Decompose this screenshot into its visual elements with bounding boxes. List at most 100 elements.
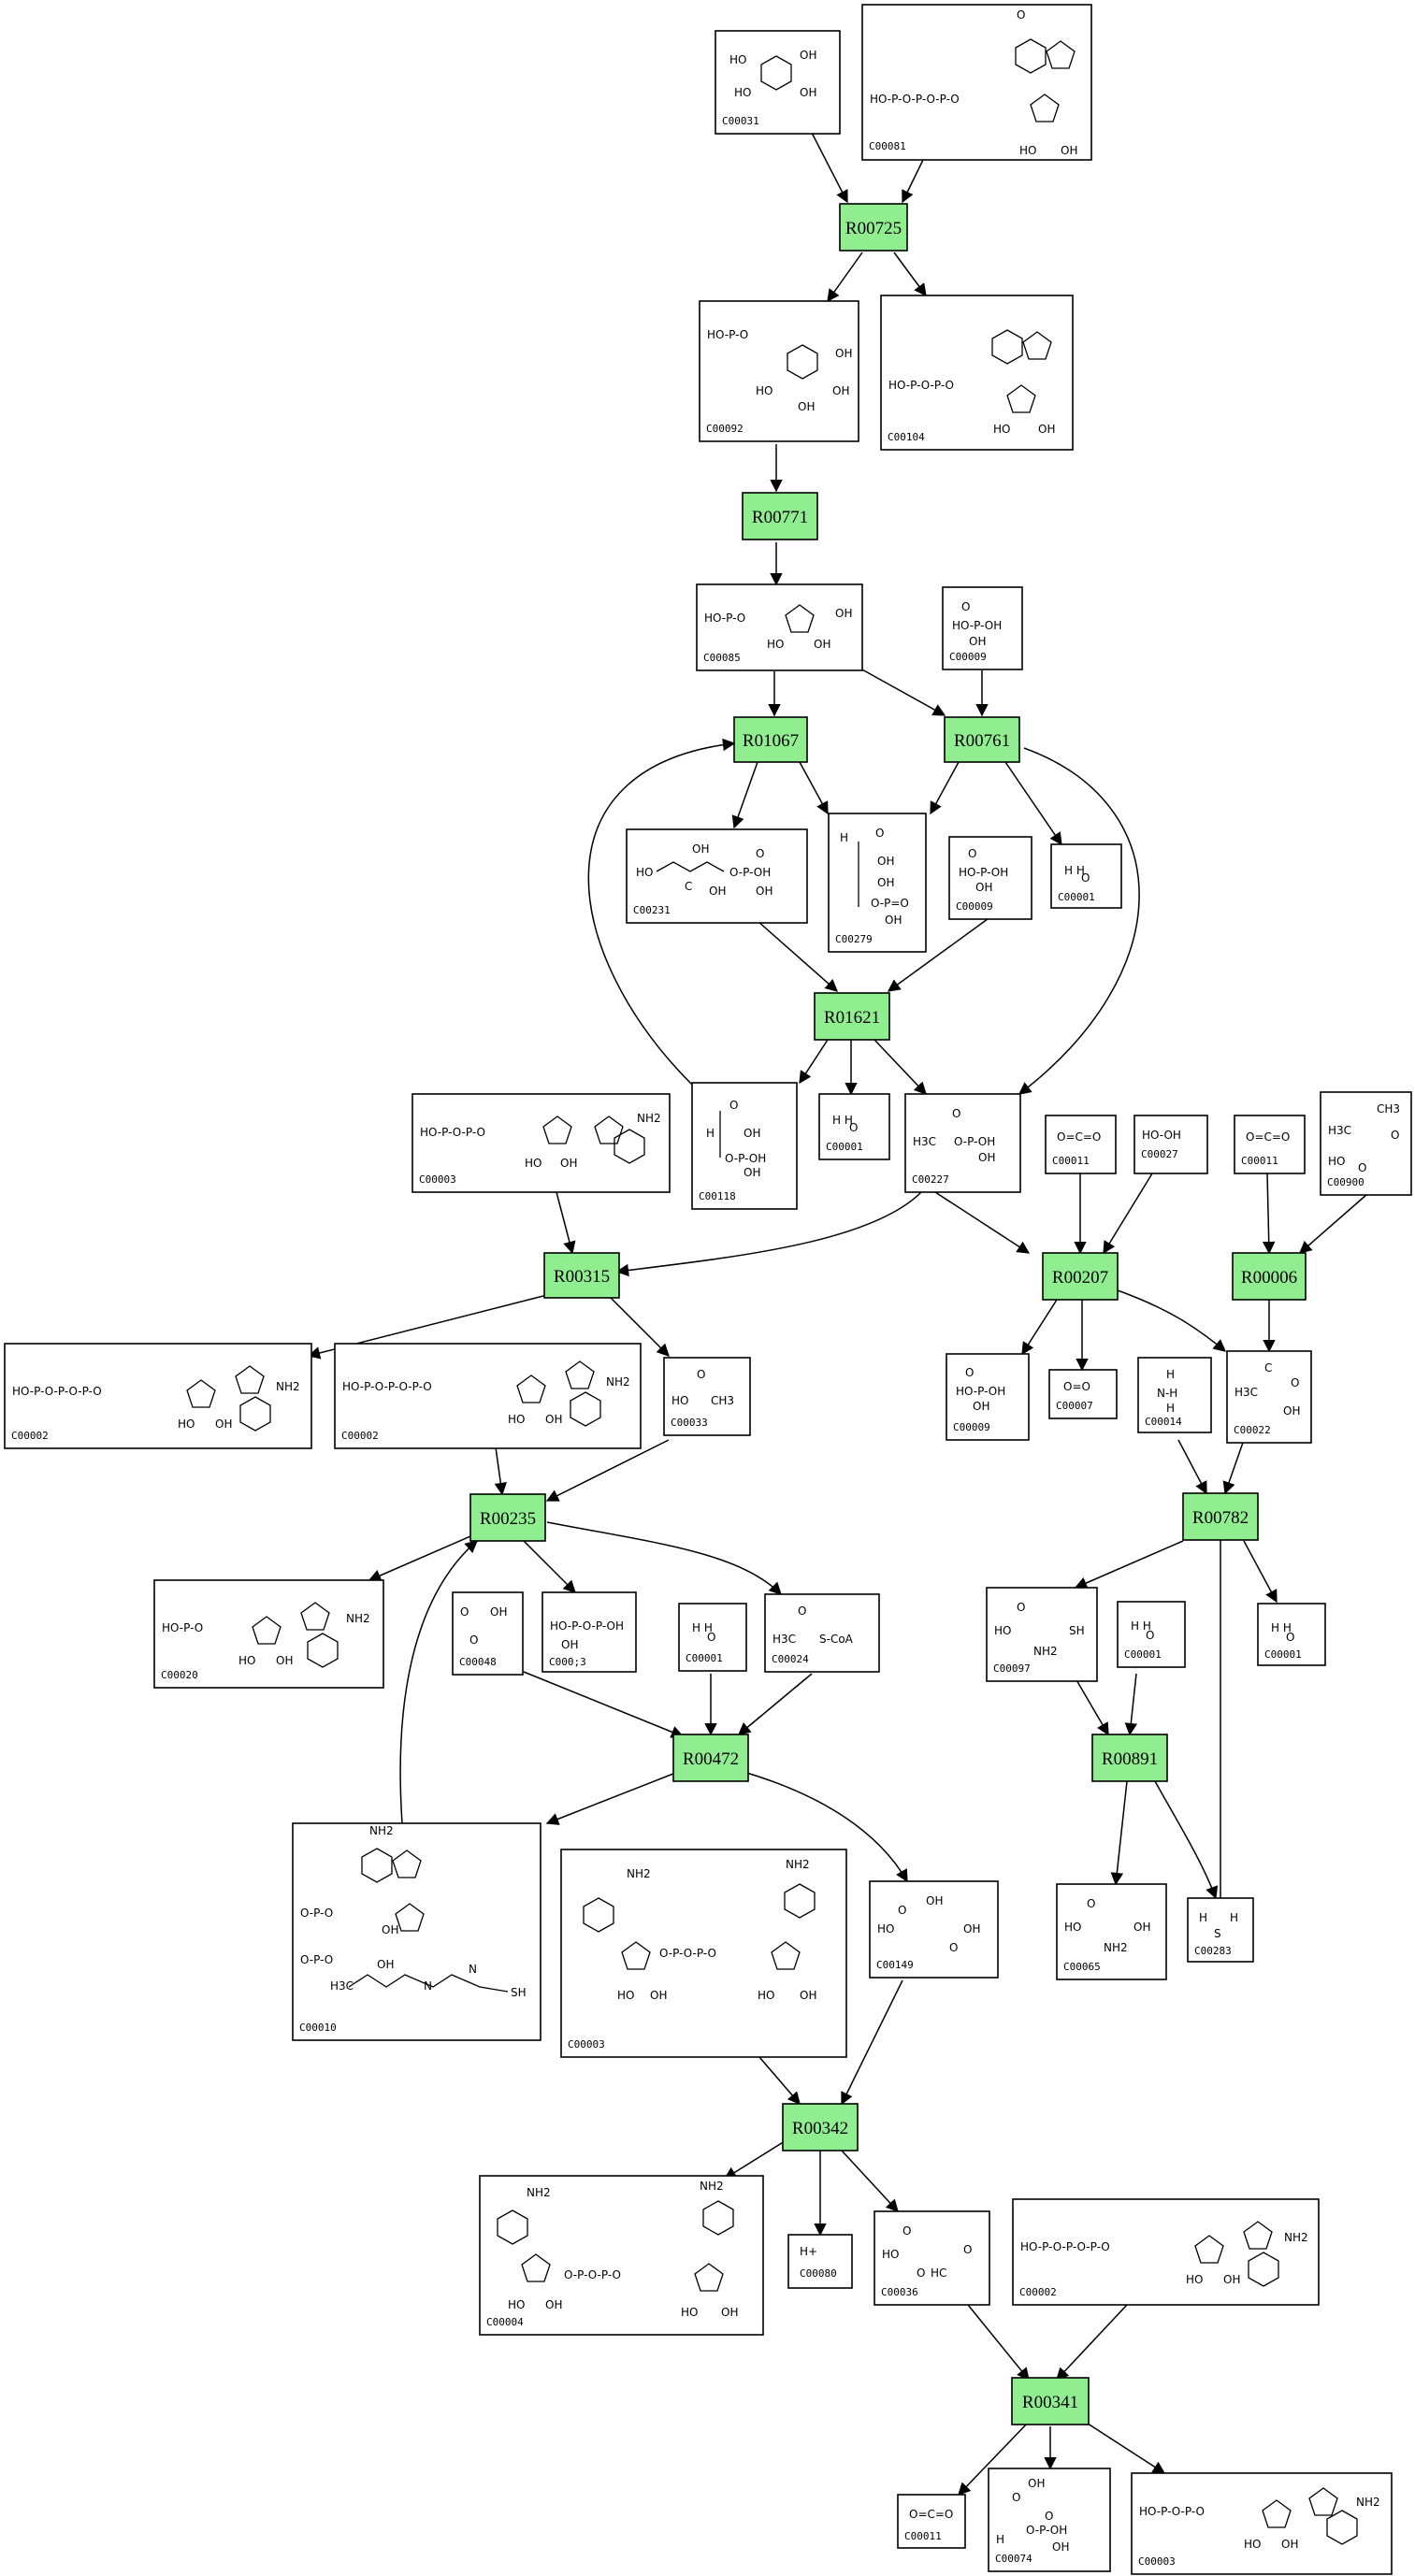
atom-label: O [1146,1629,1154,1642]
compound-node[interactable]: O HO O HC O C00036 [874,2210,990,2306]
compound-node[interactable]: NH2 O-P-O O-P-O H3C OH N N SH OH C00010 [292,1822,541,2041]
reaction-node[interactable]: R00207 [1042,1252,1119,1301]
atom-label: OH [545,1413,562,1426]
atom-label: HO [1019,144,1036,157]
atom-label: O-P-O [300,1953,333,1966]
reaction-node[interactable]: R00891 [1091,1734,1168,1782]
compound-node[interactable]: H H O C00001 [1050,843,1122,909]
reaction-node[interactable]: R00782 [1182,1492,1259,1541]
compound-node[interactable]: HO-P-O OH HO OH C00085 [696,583,863,671]
compound-node[interactable]: NH2 NH2 O-P-O-P-O HO OH HO OH C00003 [560,1849,847,2058]
compound-node[interactable]: HO-P-O OH HO OH OH C00092 [699,300,859,442]
reaction-node[interactable]: R00771 [742,492,818,540]
compound-node[interactable]: HO-P-O-P-O HO OH C00104 [880,295,1074,451]
compound-node[interactable]: H H S C00283 [1187,1897,1254,1963]
compound-node[interactable]: HO-P-O NH2 HO OH C00020 [153,1579,384,1689]
compound-node[interactable]: O H OH O-P-OH OH C00118 [691,1082,798,1210]
compound-node[interactable]: OH O O O-P-OH H OH C00074 [988,2468,1111,2572]
compound-node[interactable]: HO-P-O-P-O NH2 HO OH C00003 [1131,2472,1393,2575]
reaction-label: R00761 [954,731,1010,751]
reaction-label: R00006 [1241,1268,1297,1288]
atom-label: HO-P-O-P-O-P-O [12,1385,102,1398]
reaction-label: R01621 [824,1008,880,1028]
atom-label: OH [709,885,726,898]
atom-label: HO-P-O-P-O [888,379,954,392]
edge [827,252,863,303]
compound-node[interactable]: H+ C00080 [787,2234,853,2289]
compound-node[interactable]: O HO CH3 C00033 [663,1357,751,1436]
edge [958,2421,1030,2496]
atom-label: H3C [1235,1386,1258,1399]
reaction-label: R00342 [792,2119,848,2138]
atom-label: OH [721,2306,738,2319]
edge [545,1439,670,1502]
compound-node[interactable]: HO-OH C00027 [1133,1115,1208,1174]
atom-label: OH [382,1923,398,1936]
atom-label: OH [877,855,894,868]
compound-id: C00065 [1063,1961,1101,1973]
reaction-node[interactable]: R00472 [672,1734,749,1782]
reaction-node[interactable]: R00235 [469,1493,546,1542]
atom-label: N [424,1979,432,1993]
compound-node[interactable]: O H3C S-CoA C00024 [764,1593,880,1673]
compound-node[interactable]: O=O C00007 [1048,1369,1118,1419]
compound-node[interactable]: HO OH HO OH C00031 [715,30,841,135]
compound-id: C00001 [1058,891,1095,903]
compound-node[interactable]: HO-P-O-P-O-P-O NH2 HO OH C00002 [1012,2198,1320,2306]
atom-label: SH [511,1986,527,1999]
atom-label: HO [994,1624,1011,1637]
compound-node[interactable]: H N-H H C00014 [1137,1357,1212,1433]
compound-id: C00283 [1194,1945,1232,1957]
atom-label: H+ [800,2245,817,2258]
atom-label: OH [800,1989,816,2002]
atom-label: HO [729,53,746,66]
compound-node[interactable]: O H3C O-P-OH OH C00227 [904,1093,1021,1193]
reaction-node[interactable]: R00006 [1232,1252,1307,1301]
atom-label: O-P-OH [725,1152,766,1165]
compound-node[interactable]: O HO-P-OH OH C00009 [942,586,1023,670]
compound-node[interactable]: C H3C O OH C00022 [1226,1350,1312,1444]
atom-label: HO [681,2306,698,2319]
edge [1117,1289,1227,1352]
compound-node[interactable]: O HO OH NH2 C00065 [1056,1883,1167,1980]
compound-nodes: HO OH HO OH C00031 HO-P-O-P-O-P-O O HO O… [4,4,1412,2575]
compound-node[interactable]: HO-P-O-P-O-P-O NH2 HO OH C00002 [334,1343,642,1449]
compound-node[interactable]: O=C=O C00011 [1045,1115,1117,1174]
reaction-node[interactable]: R00725 [839,203,908,252]
compound-node[interactable]: CH3 H3C O HO O C00900 [1320,1091,1412,1196]
reaction-node[interactable]: R00761 [944,716,1020,763]
reaction-node[interactable]: R01067 [733,716,808,763]
reaction-node[interactable]: R00341 [1011,2377,1090,2425]
compound-node[interactable]: HO OH O O-P-OH C OH OH C00231 [626,828,808,924]
compound-node[interactable]: HO-P-O-P-O-P-O NH2 HO OH C00002 [4,1343,312,1449]
edge [523,1671,685,1738]
compound-node[interactable]: OH O HO OH O C00149 [869,1880,999,1979]
compound-node[interactable]: HO-P-O-P-O-P-O O HO OH C00081 [861,4,1092,161]
compound-node[interactable]: O HO SH NH2 C00097 [986,1587,1098,1682]
reaction-node[interactable]: R00315 [543,1252,620,1299]
structure [656,861,725,872]
compound-node[interactable]: H H O C00001 [1117,1601,1186,1668]
compound-node[interactable]: O=C=O C00011 [1234,1115,1306,1174]
atom-label: O=C=O [1057,1130,1101,1144]
compound-node[interactable]: HO-P-O-P-O NH2 HO OH C00003 [412,1093,671,1193]
compound-node[interactable]: H H O C00001 [818,1093,890,1160]
compound-node[interactable]: H H O C00001 [678,1603,747,1672]
compound-node[interactable]: NH2 NH2 O-P-O-P-O HO OH HO OH C00004 [479,2175,764,2336]
atom-label: HO-P-OH [952,619,1002,632]
compound-node[interactable]: HO-P-O-P-OH OH C000;3 [541,1591,637,1673]
compound-node[interactable]: H H O C00001 [1257,1603,1326,1666]
compound-node[interactable]: O=C=O C00011 [897,2494,966,2549]
atom-label: OH [973,1400,989,1413]
compound-node[interactable]: H O OH OH O-P=O OH C00279 [828,813,927,953]
compound-node[interactable]: O HO-P-OH OH C00009 [948,836,1032,920]
compound-node[interactable]: O HO-P-OH OH C00009 [946,1353,1030,1441]
edge [1222,1439,1245,1495]
atom-label: O [898,1904,906,1917]
compound-node[interactable]: O OH O C00048 [452,1591,524,1676]
reaction-node[interactable]: R00342 [782,2103,859,2151]
atom-label: H [840,831,848,844]
atom-label: O-P-OH [954,1135,995,1148]
edge [934,1191,1031,1254]
reaction-node[interactable]: R01621 [814,992,890,1041]
